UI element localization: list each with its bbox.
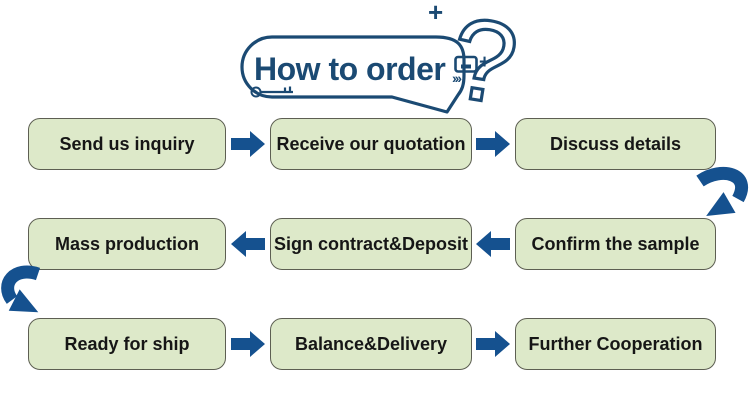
speech-bubble-icon	[240, 35, 466, 114]
step-label: Mass production	[54, 233, 199, 254]
step-label: Confirm the sample	[531, 233, 700, 254]
arrow-right-icon	[231, 331, 265, 357]
arrow-right-icon	[476, 131, 510, 157]
step-label: Send us inquiry	[59, 133, 195, 154]
arrow-right-icon	[476, 331, 510, 357]
arrow-right-icon	[231, 131, 265, 157]
arrow-left-icon	[231, 231, 265, 257]
key-icon	[250, 86, 293, 98]
plus-side-icon: +	[479, 52, 490, 73]
step-label: Receive our quotation	[276, 133, 466, 154]
step-label: Sign contract&Deposit	[273, 233, 469, 254]
arrow-left-icon	[476, 231, 510, 257]
step-box-further-cooperation: Further Cooperation	[515, 318, 716, 370]
step-box-mass-production: Mass production	[28, 218, 226, 270]
step-box-send-us-inquiry: Send us inquiry	[28, 118, 226, 170]
page-title: How to order	[254, 50, 446, 87]
card-icon	[454, 55, 478, 73]
plus-top-icon: +	[428, 0, 443, 27]
step-label: Ready for ship	[64, 333, 190, 354]
step-box-balance-delivery: Balance&Delivery	[270, 318, 472, 370]
step-box-sign-contract-deposit: Sign contract&Deposit	[270, 218, 472, 270]
step-label: Discuss details	[549, 133, 682, 154]
step-box-ready-for-ship: Ready for ship	[28, 318, 226, 370]
step-box-receive-our-quotation: Receive our quotation	[270, 118, 472, 170]
step-box-discuss-details: Discuss details	[515, 118, 716, 170]
title-bubble-art: ? ››› + +	[240, 0, 520, 124]
step-label: Further Cooperation	[528, 333, 703, 354]
step-box-confirm-the-sample: Confirm the sample	[515, 218, 716, 270]
step-label: Balance&Delivery	[294, 333, 448, 354]
curved-arrow-down-right-icon	[1, 265, 41, 313]
